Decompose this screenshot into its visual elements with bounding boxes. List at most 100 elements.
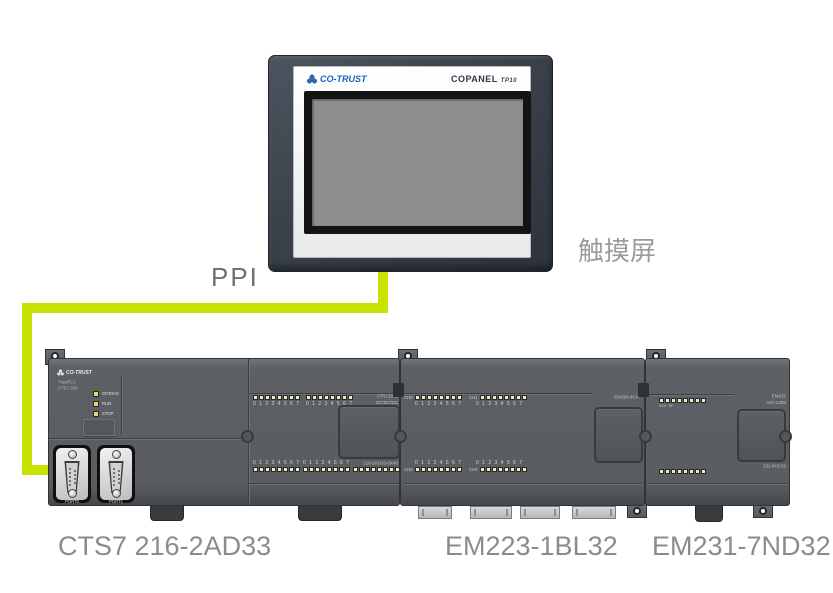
io-led bbox=[253, 467, 258, 472]
hmi-model-text: COPANEL TP10 bbox=[451, 74, 517, 84]
io-led bbox=[522, 395, 528, 400]
io-led bbox=[309, 467, 314, 472]
ppi-cable-horizontal bbox=[22, 303, 388, 313]
cpu-caption: CTS7 216-2AD33 bbox=[58, 531, 272, 561]
io-led bbox=[701, 469, 706, 474]
cpu-brand-text: CO-TRUST bbox=[66, 369, 92, 376]
io-led bbox=[486, 467, 492, 472]
cotrust-logo-icon bbox=[57, 369, 64, 376]
io-led bbox=[659, 398, 664, 403]
terminal-strip bbox=[470, 506, 512, 519]
io-led bbox=[265, 395, 270, 400]
cpu-series-line1: TrustPLC bbox=[58, 380, 76, 386]
io-led bbox=[277, 467, 282, 472]
io-led bbox=[522, 467, 528, 472]
stop-led bbox=[93, 411, 99, 417]
memory-card-slot bbox=[83, 419, 115, 436]
io-led bbox=[510, 467, 516, 472]
io-led bbox=[504, 467, 510, 472]
io-led bbox=[671, 469, 676, 474]
io-led bbox=[510, 395, 516, 400]
plc-em231-module: 24V SF EM231 AI4×12Bit 231-0HC32 bbox=[645, 358, 790, 506]
status-led-row: SF/DIAG bbox=[93, 391, 122, 397]
io-led bbox=[289, 467, 294, 472]
io-led bbox=[330, 395, 335, 400]
io-led bbox=[415, 467, 420, 472]
io-led bbox=[371, 467, 376, 472]
io-led bbox=[327, 467, 332, 472]
terminal-strip bbox=[520, 506, 560, 519]
hmi-header: CO-TRUST COPANEL TP10 bbox=[294, 67, 530, 91]
hmi-screen-frame bbox=[304, 91, 531, 234]
io-led bbox=[259, 395, 264, 400]
io-led bbox=[289, 395, 294, 400]
io-led bbox=[324, 395, 329, 400]
io-led bbox=[377, 467, 382, 472]
io-led bbox=[659, 469, 664, 474]
io-led bbox=[295, 395, 300, 400]
cpu-brand: CO-TRUST bbox=[57, 369, 92, 376]
din-clip bbox=[298, 504, 342, 521]
seam bbox=[49, 438, 248, 439]
ch0-label: CH0 bbox=[404, 395, 413, 401]
io-led bbox=[695, 398, 700, 403]
em223-model-text: EM260-4CH bbox=[614, 395, 639, 401]
din-latch bbox=[639, 430, 652, 443]
sf-diag-label: SF/DIAG bbox=[102, 391, 120, 397]
din-clip bbox=[695, 504, 723, 522]
em223-door bbox=[594, 407, 643, 463]
cpu-type-line1: CPU 226L bbox=[377, 394, 398, 400]
io-led bbox=[306, 395, 311, 400]
cpu-series: TrustPLC CTS7-200 bbox=[58, 380, 77, 391]
bus-connector bbox=[638, 383, 649, 397]
io-led bbox=[383, 467, 388, 472]
io-led bbox=[439, 395, 444, 400]
screw bbox=[67, 450, 77, 459]
io-led bbox=[457, 467, 462, 472]
io-led bbox=[498, 395, 504, 400]
io-led bbox=[683, 398, 688, 403]
mount-hole bbox=[633, 507, 641, 515]
io-led bbox=[283, 395, 288, 400]
port1-label: PORT1 bbox=[108, 499, 124, 505]
io-led bbox=[353, 467, 358, 472]
io-led bbox=[665, 469, 670, 474]
ch3-label: CH3 bbox=[469, 467, 478, 473]
terminal-strip bbox=[418, 506, 452, 519]
io-led bbox=[480, 395, 486, 400]
cpu-status-leds: SF/DIAG RUN STOP bbox=[93, 391, 122, 421]
io-led bbox=[342, 395, 347, 400]
hmi-brand-text: CO-TRUST bbox=[320, 74, 367, 84]
io-led bbox=[315, 467, 320, 472]
io-led bbox=[339, 467, 344, 472]
em223-caption: EM223-1BL32 bbox=[445, 531, 618, 561]
seam bbox=[403, 393, 592, 394]
seam bbox=[648, 394, 734, 395]
port0-label: PORT0 bbox=[64, 499, 80, 505]
io-led bbox=[365, 467, 370, 472]
io-led bbox=[415, 395, 420, 400]
dsub-inner bbox=[110, 463, 122, 491]
cpu-type-text: CPU 226L DC/DC/DC bbox=[358, 394, 398, 406]
io-led bbox=[451, 467, 456, 472]
mount-hole bbox=[759, 507, 767, 515]
io-led bbox=[480, 467, 486, 472]
plc-cpu-module: CO-TRUST TrustPLC CTS7-200 SF/DIAG RUN S… bbox=[48, 358, 400, 506]
cpu-type-line2: DC/DC/DC bbox=[375, 400, 398, 406]
hmi-model-name: COPANEL bbox=[450, 74, 498, 84]
em231-bottom-led-strip bbox=[659, 469, 706, 475]
em231-model-line1: EM231 bbox=[771, 394, 786, 400]
em231-model-line2: AI4×12Bit bbox=[766, 400, 786, 406]
dsub-shroud bbox=[64, 461, 80, 493]
seam bbox=[403, 483, 642, 484]
io-led bbox=[433, 395, 438, 400]
em231-order-code: 231-0HC32 bbox=[762, 464, 786, 470]
port1-connector bbox=[97, 445, 135, 503]
cpu-series-line2: CTS7-200 bbox=[58, 385, 78, 391]
